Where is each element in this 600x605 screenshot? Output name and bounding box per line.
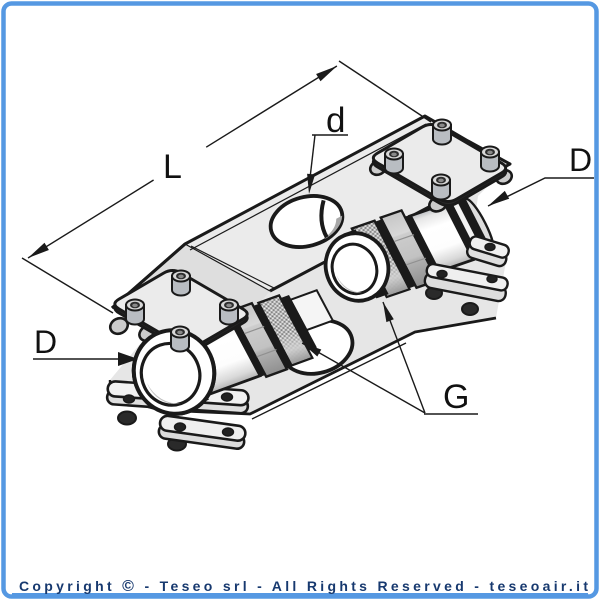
svg-text:D: D <box>569 142 592 178</box>
svg-text:D: D <box>34 324 57 360</box>
svg-text:L: L <box>163 148 182 186</box>
svg-text:d: d <box>326 101 345 140</box>
svg-text:G: G <box>443 378 469 416</box>
